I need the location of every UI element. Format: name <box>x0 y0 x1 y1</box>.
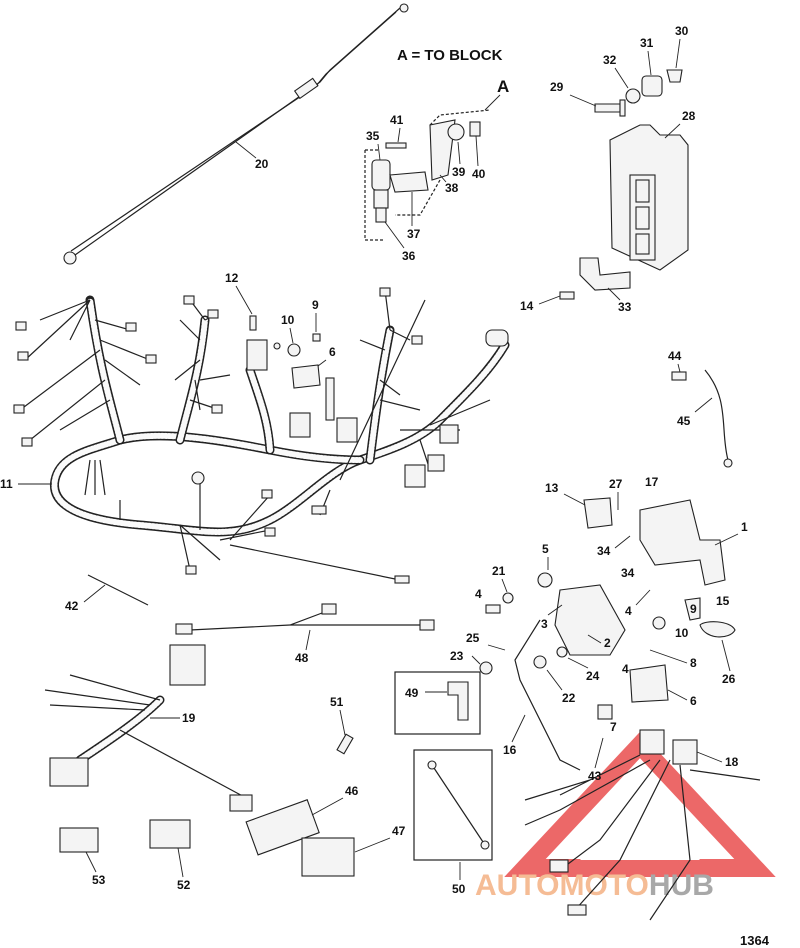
tie-strap-42 <box>87 574 149 606</box>
callout-4c: 4 <box>622 662 629 676</box>
cable-20 <box>63 3 409 265</box>
callout-25: 25 <box>466 631 480 645</box>
callout-47: 47 <box>392 824 406 838</box>
callout-16: 16 <box>503 743 517 757</box>
ground-strap-45 <box>671 369 733 468</box>
harness-19 <box>44 644 253 812</box>
callout-15: 15 <box>716 594 730 608</box>
callout-32: 32 <box>603 53 617 67</box>
callout-4a: 4 <box>475 587 482 601</box>
callout-31: 31 <box>640 36 654 50</box>
callout-26: 26 <box>722 672 736 686</box>
callout-36: 36 <box>402 249 416 263</box>
callout-3: 3 <box>541 617 548 631</box>
callout-42: 42 <box>65 599 79 613</box>
callout-6a: 6 <box>329 345 336 359</box>
sensor-assembly <box>364 109 491 241</box>
callout-30: 30 <box>675 24 689 38</box>
callout-14: 14 <box>520 299 534 313</box>
ecm-module <box>559 69 689 300</box>
callout-48: 48 <box>295 651 309 665</box>
watermark-auto: AUTO <box>475 869 559 902</box>
view-letter-leader <box>484 94 501 111</box>
view-letter: A <box>497 77 509 96</box>
callout-9a: 9 <box>312 298 319 312</box>
callout-50: 50 <box>452 882 466 896</box>
callout-40: 40 <box>472 167 486 181</box>
callout-38: 38 <box>445 181 459 195</box>
main-harness <box>13 287 510 584</box>
watermark-logo: AUTOMOTOHUB <box>475 731 776 902</box>
view-heading: A = TO BLOCK <box>397 47 503 64</box>
callout-23: 23 <box>450 649 464 663</box>
callout-7: 7 <box>610 720 617 734</box>
callout-5: 5 <box>542 542 549 556</box>
watermark-moto: MOTO <box>559 869 648 902</box>
callout-13: 13 <box>545 481 559 495</box>
part-50 <box>427 760 490 850</box>
watermark-text: AUTOMOTOHUB <box>475 869 714 902</box>
callout-19: 19 <box>182 711 196 725</box>
callout-29: 29 <box>550 80 564 94</box>
callout-10b: 10 <box>675 626 689 640</box>
loose-connectors <box>59 733 355 877</box>
callout-49: 49 <box>405 686 419 700</box>
callout-6b: 6 <box>690 694 697 708</box>
callout-28: 28 <box>682 109 696 123</box>
figure-number: 1364 <box>740 933 770 948</box>
callout-8: 8 <box>690 656 697 670</box>
callout-11: 11 <box>0 477 13 491</box>
callout-35: 35 <box>366 129 380 143</box>
callout-33: 33 <box>618 300 632 314</box>
watermark-triangle-inner <box>580 800 700 860</box>
harness-48 <box>175 603 435 635</box>
callout-27: 27 <box>609 477 623 491</box>
callout-17: 17 <box>645 475 659 489</box>
callout-10a: 10 <box>281 313 295 327</box>
callout-39: 39 <box>452 165 466 179</box>
harness-small-parts <box>246 315 335 421</box>
callout-2: 2 <box>604 636 611 650</box>
callout-46: 46 <box>345 784 359 798</box>
watermark-hub: HUB <box>649 869 714 902</box>
callout-24: 24 <box>586 669 600 683</box>
callout-41: 41 <box>390 113 404 127</box>
watermark-triangle <box>504 731 776 877</box>
callout-51: 51 <box>330 695 344 709</box>
callout-34a: 34 <box>597 544 611 558</box>
callout-37: 37 <box>407 227 421 241</box>
relay-mount-assembly <box>479 497 761 921</box>
callout-45: 45 <box>677 414 691 428</box>
callouts: 1 2 3 4 4 4 5 6 6 7 8 9 9 10 10 11 12 13… <box>0 24 748 896</box>
callout-52: 52 <box>177 878 191 892</box>
callout-12: 12 <box>225 271 239 285</box>
callout-43: 43 <box>588 769 602 783</box>
callout-18: 18 <box>725 755 739 769</box>
callout-9b: 9 <box>690 602 697 616</box>
part-49 <box>447 681 469 721</box>
callout-21: 21 <box>492 564 506 578</box>
callout-22: 22 <box>562 691 576 705</box>
callout-34b: 34 <box>621 566 635 580</box>
callout-4b: 4 <box>625 604 632 618</box>
callout-53: 53 <box>92 873 106 887</box>
part-49-box <box>394 671 481 735</box>
callout-44: 44 <box>668 349 682 363</box>
callout-1: 1 <box>741 520 748 534</box>
part-50-box <box>413 749 493 861</box>
callout-20: 20 <box>255 157 269 171</box>
